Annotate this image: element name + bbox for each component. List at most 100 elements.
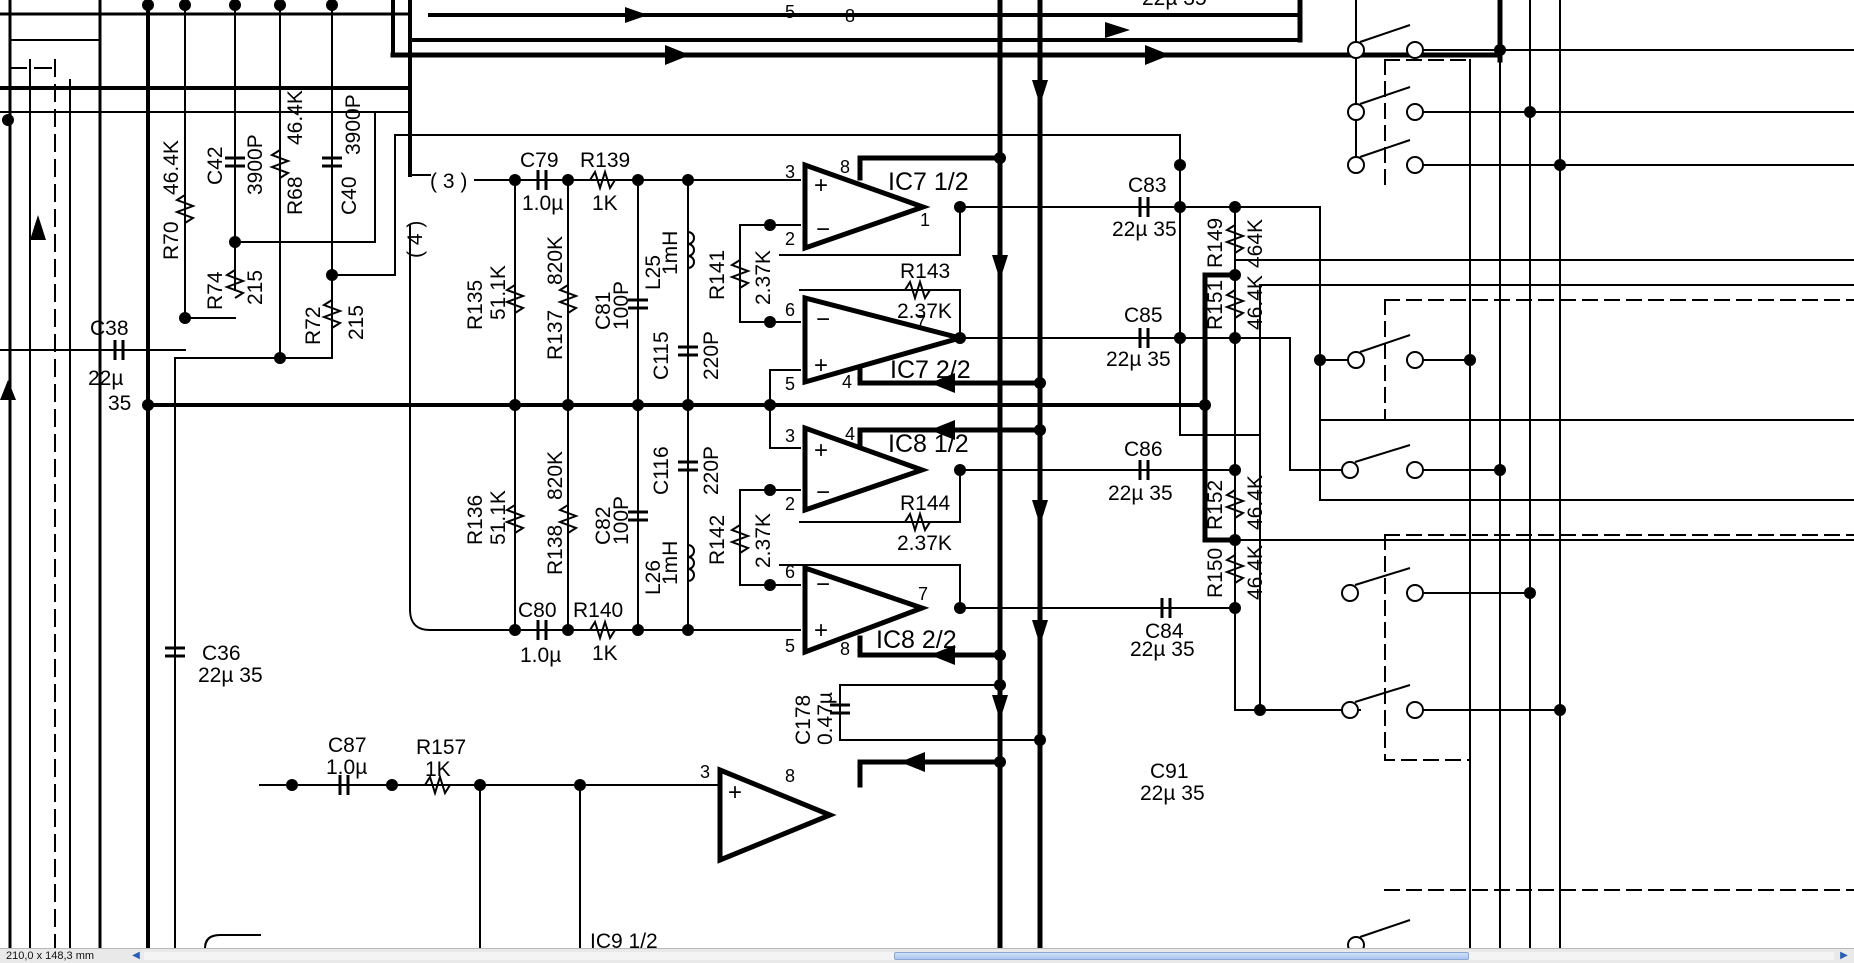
label-r74-val: 215: [244, 270, 267, 305]
label-c40-val: 3900P: [342, 94, 365, 155]
op-amps: [717, 161, 970, 864]
label-c86: C86: [1124, 438, 1163, 461]
label-c115-val: 220P: [700, 331, 723, 380]
label-c38-val2: 35: [108, 392, 131, 415]
pin-ic8a-minus: 2: [785, 494, 795, 514]
label-c81-val: 100P: [610, 281, 633, 330]
label-c116-val: 220P: [700, 446, 723, 495]
label-c86-val: 22µ 35: [1108, 482, 1173, 505]
label-r135-val: 51.1K: [487, 265, 510, 320]
pin-bot-8: 8: [785, 766, 795, 786]
pin-top-8: 8: [845, 6, 855, 26]
status-bar: 210,0 x 148,3 mm ◀ ▶: [0, 948, 1854, 963]
label-r152: R152: [1204, 480, 1227, 530]
label-r142: R142: [706, 515, 729, 565]
inductors: [687, 231, 695, 582]
label-c87-val: 1.0µ: [326, 756, 367, 779]
label-r70: R70: [160, 221, 183, 260]
label-c84: C84: [1145, 620, 1184, 643]
signal-arrows: [0, 7, 1170, 772]
label-r70-val: 46.4K: [160, 140, 183, 195]
label-c85: C85: [1124, 304, 1163, 327]
label-top-cap: 22µ 35: [1142, 0, 1207, 10]
pin-ic7b-minus: 6: [785, 300, 795, 320]
label-c82-val: 100P: [610, 496, 633, 545]
label-c80: C80: [518, 599, 557, 622]
label-r72: R72: [302, 306, 325, 345]
pin-ic7a-plus: 3: [785, 162, 795, 182]
pin-ic8b-minus: 6: [785, 562, 795, 582]
label-conn-3: ( 3 ): [430, 170, 467, 193]
label-r157: R157: [416, 736, 466, 759]
label-c42: C42: [204, 146, 227, 185]
label-r157-val: 1K: [425, 758, 451, 781]
label-c36-val: 22µ 35: [198, 664, 263, 687]
label-r137: R137: [544, 310, 567, 360]
label-c116: C116: [650, 446, 673, 495]
label-r140: R140: [573, 599, 623, 622]
label-c91-val: 22µ 35: [1140, 782, 1205, 805]
svg-text:−: −: [816, 571, 830, 598]
label-r152-val: 46.4K: [1244, 475, 1267, 530]
svg-text:+: +: [814, 352, 828, 379]
label-c79-val: 1.0µ: [522, 192, 563, 215]
chevron-right-icon[interactable]: ▶: [1840, 950, 1848, 961]
chevron-left-icon[interactable]: ◀: [132, 950, 140, 961]
pin-ic8b-bot: 8: [840, 639, 850, 659]
ic7-half2-symbol: [802, 294, 970, 386]
label-r141-val: 2.37K: [752, 250, 775, 305]
label-r68: R68: [284, 176, 307, 215]
pin-ic7a-out: 1: [920, 210, 930, 230]
pin-ic7a-minus: 2: [785, 229, 795, 249]
svg-text:−: −: [816, 306, 830, 333]
label-r72-val: 215: [345, 305, 368, 340]
pin-top-5: 5: [785, 2, 795, 22]
svg-text:−: −: [816, 216, 830, 243]
label-r144: R144: [900, 492, 951, 515]
label-c84-val: 22µ 35: [1130, 638, 1195, 661]
pin-ic8b-plus: 5: [785, 636, 795, 656]
pin-ic8a-plus: 3: [785, 426, 795, 446]
label-ic7-half1: IC7 1/2: [888, 168, 969, 196]
label-r151-val: 46.4K: [1244, 275, 1267, 330]
label-ic8-half1: IC8 1/2: [888, 430, 969, 458]
label-c36: C36: [202, 642, 241, 665]
label-c82: C82: [592, 506, 615, 545]
pin-ic8b-out: 7: [918, 584, 928, 604]
label-r143: R143: [900, 260, 950, 283]
switches: [1341, 24, 1424, 954]
svg-text:+: +: [728, 779, 742, 806]
ic8-half1-symbol: [802, 424, 930, 514]
svg-text:−: −: [816, 479, 830, 506]
ic8-half2-symbol: [802, 564, 930, 656]
label-r141: R141: [706, 250, 729, 300]
label-r151: R151: [1204, 280, 1227, 330]
pin-bot-3: 3: [700, 762, 710, 782]
label-r139: R139: [580, 149, 630, 172]
label-r135: R135: [464, 280, 487, 330]
label-r139-val: 1K: [592, 192, 618, 215]
label-c91: C91: [1150, 760, 1189, 783]
label-r150-val: 46.4K: [1244, 545, 1267, 600]
pin-ic8a-top: 4: [845, 424, 855, 444]
pin-ic7a-top: 8: [840, 157, 850, 177]
label-r137-val: 820K: [544, 236, 567, 285]
label-c83-val: 22µ 35: [1112, 218, 1177, 241]
pin-ic7b-plus: 5: [785, 374, 795, 394]
label-l26: L26: [642, 560, 665, 595]
ic7-half1-symbol: [802, 161, 931, 252]
label-l25-val: 1mH: [659, 231, 682, 275]
label-r143-val: 2.37K: [897, 300, 952, 323]
scrollbar-thumb[interactable]: [894, 952, 1469, 960]
horizontal-scrollbar[interactable]: [144, 952, 1834, 960]
label-c87: C87: [328, 734, 367, 757]
label-c85-val: 22µ 35: [1106, 348, 1171, 371]
component-labels: C79 1.0µ R139 1K C80 1.0µ R140 1K R135 5…: [88, 0, 1267, 953]
label-c81: C81: [592, 291, 615, 330]
label-r142-val: 2.37K: [752, 513, 775, 568]
ic9-partial-symbol: [717, 766, 837, 864]
label-l25: L25: [642, 255, 665, 290]
